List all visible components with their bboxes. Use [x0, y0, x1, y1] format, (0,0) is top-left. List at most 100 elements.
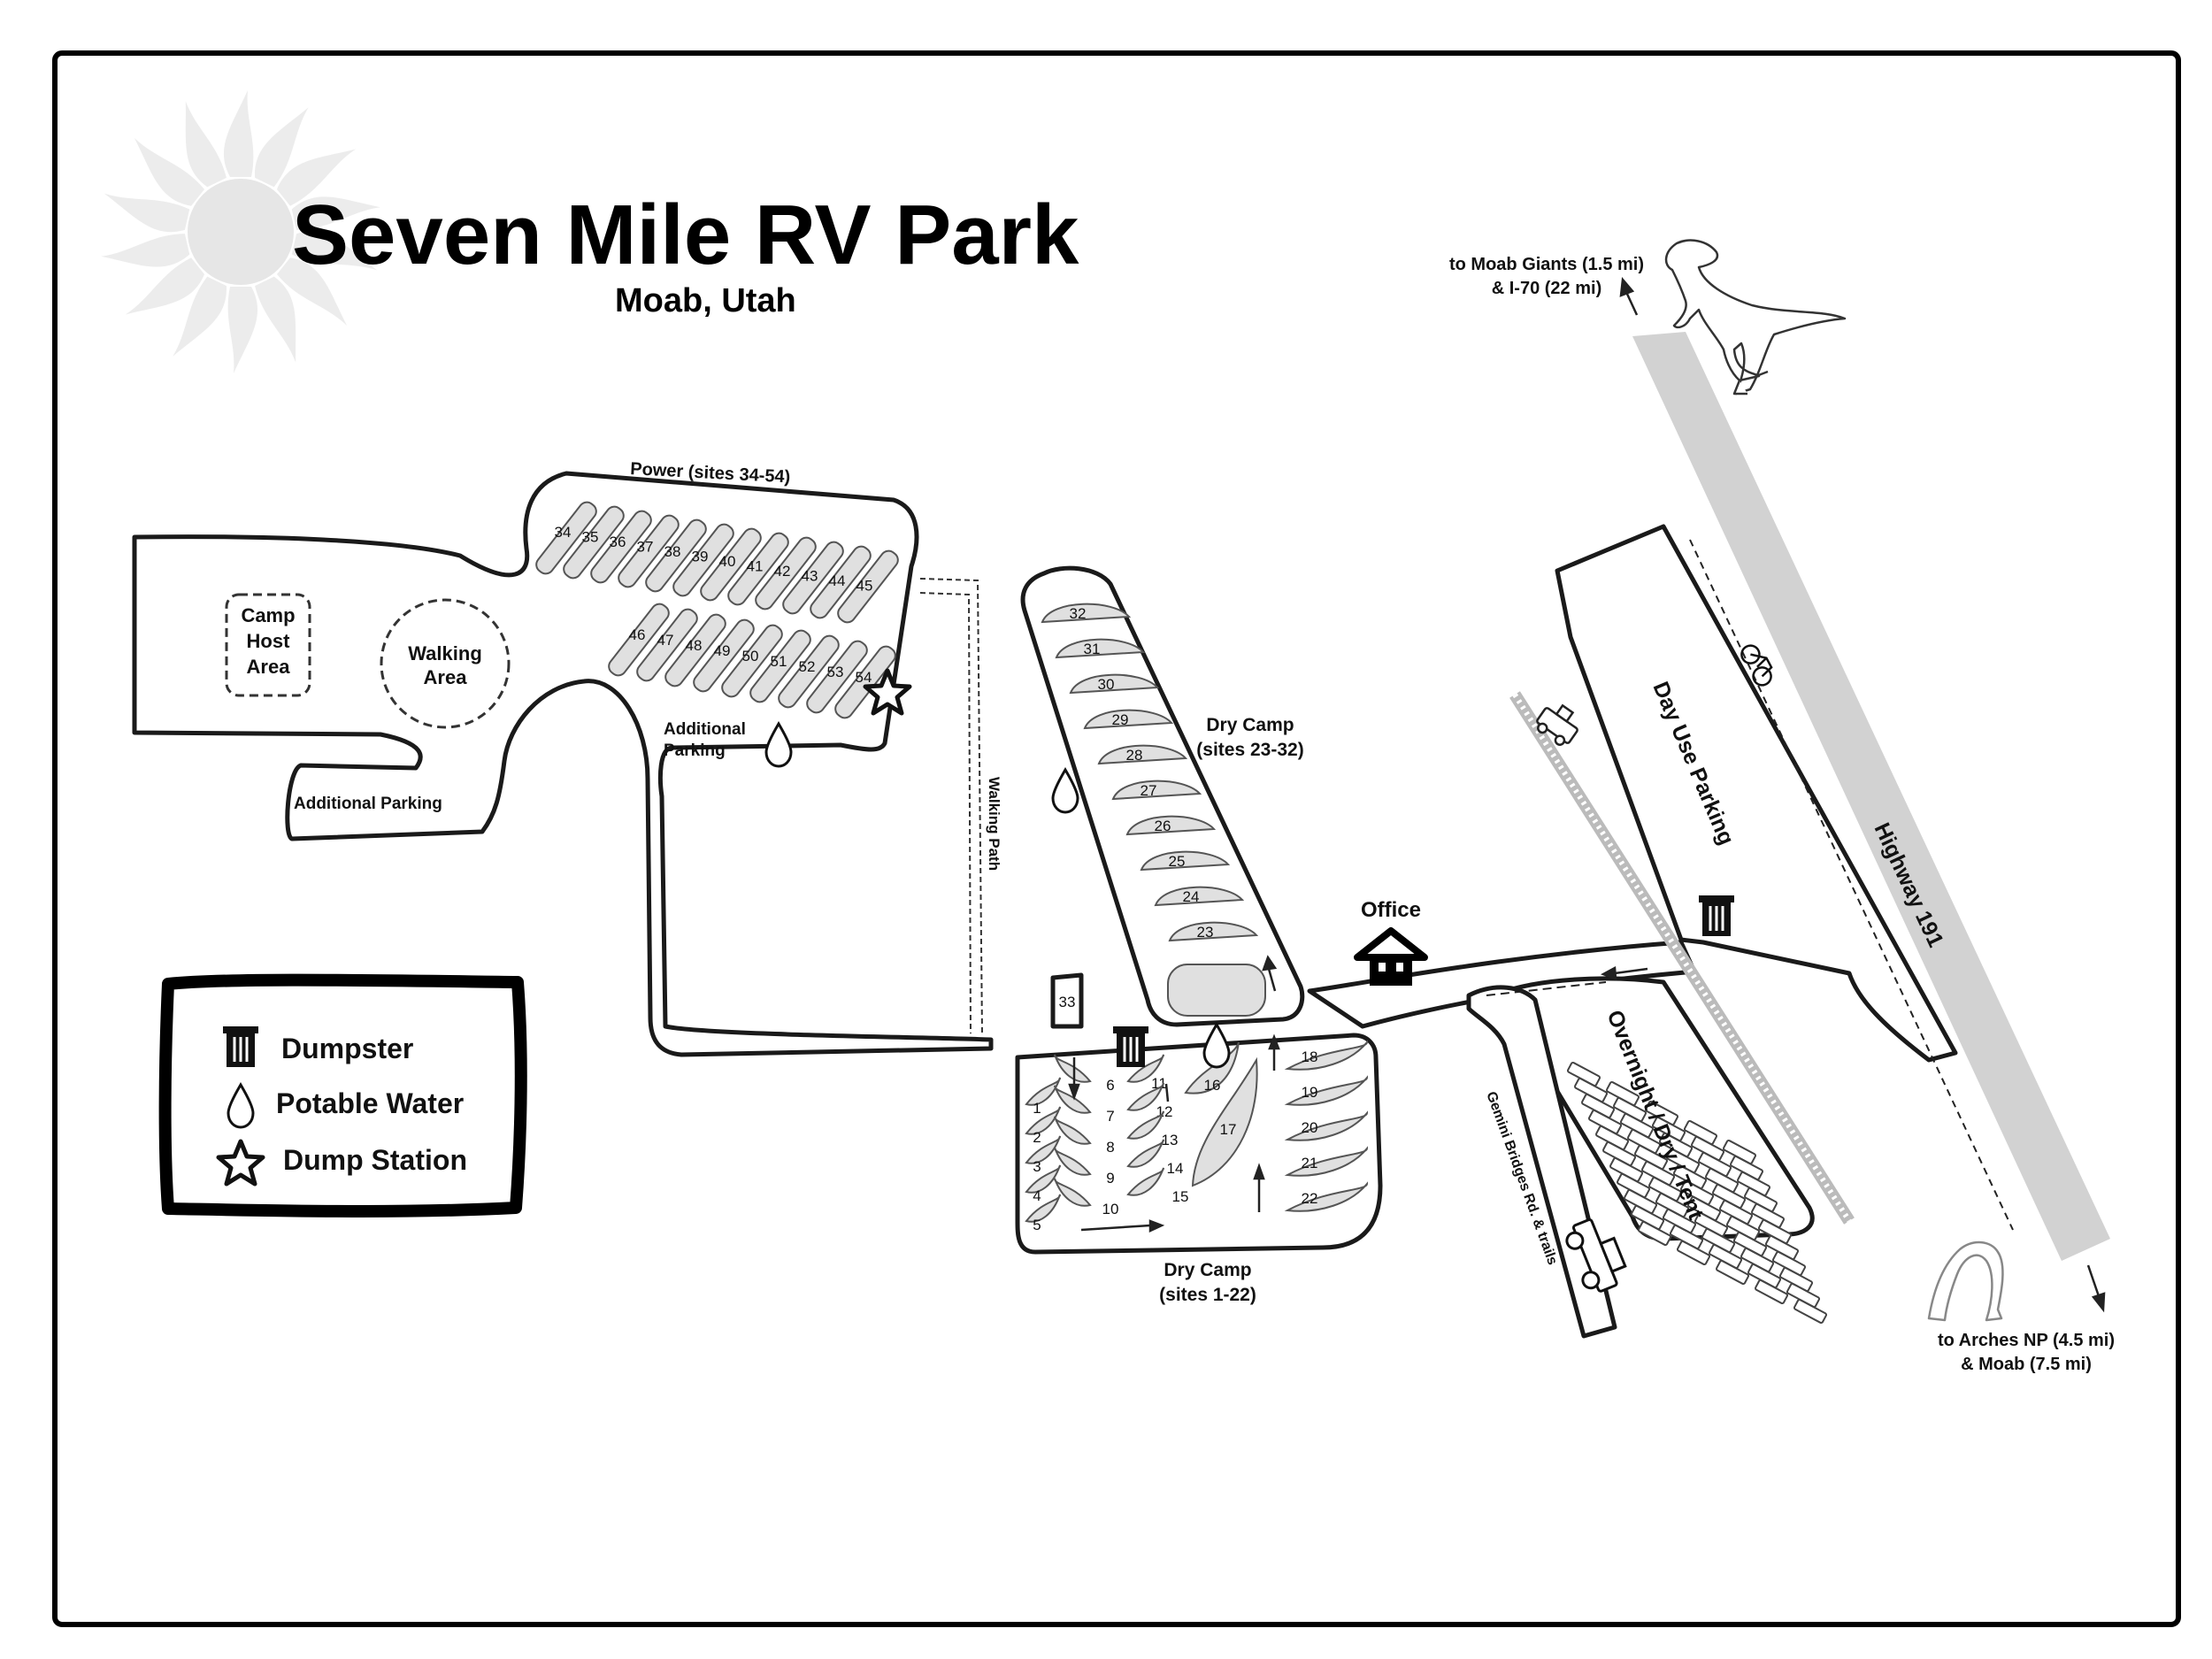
water-drop-icon [1202, 1022, 1231, 1069]
site-number: 18 [1302, 1048, 1318, 1065]
walking-area [380, 598, 511, 729]
site-number: 13 [1162, 1132, 1179, 1148]
site-number: 37 [637, 539, 654, 556]
site-number: 22 [1302, 1190, 1318, 1207]
site-number: 5 [1033, 1217, 1041, 1233]
site-number: 8 [1106, 1139, 1114, 1156]
power-site [837, 549, 899, 624]
site-number: 20 [1302, 1119, 1318, 1136]
site-number: 16 [1204, 1077, 1221, 1094]
direction-north: to Moab Giants (1.5 mi) [1449, 255, 1644, 274]
site-number: 54 [856, 669, 872, 686]
site-number: 41 [747, 558, 764, 575]
site-number: 7 [1106, 1108, 1114, 1125]
dry-camp-upper-label: Dry Camp [1206, 715, 1294, 735]
direction-south: to Arches NP (4.5 mi) [1938, 1331, 2115, 1350]
dry-camp-site [1184, 1041, 1240, 1094]
power-site [563, 505, 625, 580]
dumpster-icon [1699, 895, 1734, 936]
site-number: 44 [829, 572, 846, 589]
dry-camp-site [1025, 1194, 1061, 1223]
power-site [806, 640, 868, 714]
water-drop-icon [764, 721, 793, 768]
walking-area-label: Walking [408, 642, 482, 664]
site-number: 38 [664, 543, 681, 560]
dry-camp-site [1054, 1178, 1092, 1207]
walking-path-label: Walking Path [986, 777, 1002, 871]
camp-host-label: Area [247, 656, 291, 678]
site-33-stub [1050, 972, 1084, 1029]
site-number: 31 [1084, 641, 1101, 657]
site-number: 14 [1167, 1160, 1184, 1177]
star-icon [863, 668, 912, 716]
site-number: 32 [1070, 605, 1087, 622]
power-site [782, 541, 844, 615]
site-number: 52 [799, 658, 816, 675]
train-icon [1536, 703, 1578, 746]
site-number: 35 [582, 529, 599, 546]
overnight-stalls [1566, 1061, 1828, 1325]
dry-camp-site [1126, 1082, 1164, 1111]
power-area [132, 471, 994, 1057]
site-number: 27 [1141, 782, 1157, 799]
dry-camp-site [1167, 964, 1266, 1017]
power-site [636, 608, 698, 682]
dry-camp-site [1126, 1110, 1164, 1140]
site-number: 11 [1151, 1075, 1167, 1092]
walking-area-label: Area [424, 666, 468, 688]
bicycle-icon [1740, 644, 1773, 687]
additional-parking-lower-label: Additional Parking [294, 795, 442, 813]
site-number: 28 [1126, 747, 1143, 764]
direction-north: & I-70 (22 mi) [1492, 279, 1601, 298]
site-number: 45 [856, 578, 873, 595]
dry-camp-upper-label: (sites 23-32) [1196, 740, 1303, 760]
power-site [645, 518, 707, 593]
water-drop-icon [227, 1082, 255, 1129]
site-number: 9 [1106, 1170, 1114, 1187]
dry-camp-site [1284, 1075, 1369, 1106]
power-site [618, 514, 680, 588]
dry-camp-site [1284, 1040, 1369, 1071]
site-number: 50 [742, 648, 759, 664]
dry-camp-site [1083, 709, 1174, 730]
dry-camp-site [1168, 921, 1259, 942]
dry-camp-site [1154, 886, 1245, 907]
site-number: 48 [686, 637, 703, 654]
dry-camp-site [1284, 1146, 1369, 1177]
railroad-track [1509, 691, 1855, 1225]
site-number: 2 [1033, 1129, 1041, 1146]
legend-dumpster: Dumpster [281, 1033, 413, 1064]
dry-camp-site [1126, 1139, 1164, 1168]
site-number: 25 [1169, 853, 1186, 870]
parking-stall [1715, 1259, 1750, 1286]
site-number: 24 [1183, 888, 1200, 905]
dry-camp-site [1284, 1181, 1369, 1212]
power-site [700, 527, 762, 602]
gemini-dashed [1486, 981, 1607, 996]
office-label: Office [1361, 898, 1421, 922]
power-site [810, 545, 872, 619]
site-number: 33 [1059, 994, 1076, 1010]
power-site [590, 510, 652, 584]
dry-camp-site [1126, 1054, 1164, 1083]
site-number: 4 [1033, 1187, 1041, 1204]
power-site [749, 629, 811, 703]
site-number: 40 [719, 553, 736, 570]
site-number: 36 [610, 534, 626, 550]
site-number: 6 [1106, 1077, 1114, 1094]
power-site [693, 618, 755, 693]
site-number: 10 [1102, 1201, 1119, 1217]
parking-stall [1754, 1279, 1789, 1305]
additional-parking-label: Additional [664, 720, 746, 739]
dry-camp-site [1191, 1056, 1258, 1187]
highway-191 [1632, 332, 2110, 1261]
dry-camp-site [1055, 638, 1146, 659]
parking-stall [1637, 1220, 1672, 1247]
site-number: 29 [1112, 711, 1129, 728]
bike-path [1689, 539, 2014, 1231]
camp-host-label: Host [247, 630, 291, 652]
